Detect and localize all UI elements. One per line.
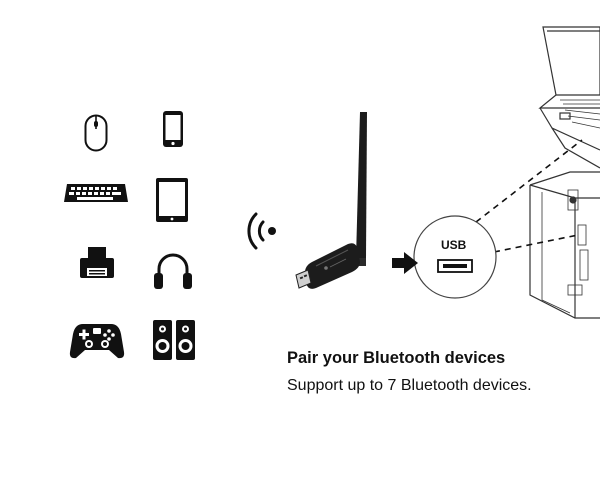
desktop-tower-illustration: [529, 171, 600, 319]
gamepad-icon: [69, 322, 125, 360]
laptop-illustration: [538, 26, 600, 169]
usb-port-zoom-circle: [413, 215, 497, 299]
smartphone-icon: [162, 110, 184, 148]
subheadline: Support up to 7 Bluetooth devices.: [287, 377, 532, 394]
speakers-icon: [152, 319, 196, 361]
dashed-connection-lines: [475, 139, 583, 253]
headline: Pair your Bluetooth devices: [287, 349, 506, 367]
headphones-icon: [153, 249, 193, 291]
keyboard-icon: [63, 183, 129, 203]
usb-port-label: USB: [441, 238, 467, 252]
wireless-signal-icon: [247, 212, 276, 250]
printer-icon: [79, 246, 115, 280]
bluetooth-adapter-illustration: [295, 112, 367, 289]
arrow-right-icon: [392, 252, 418, 274]
tablet-icon: [155, 177, 189, 223]
mouse-icon: [84, 114, 108, 152]
